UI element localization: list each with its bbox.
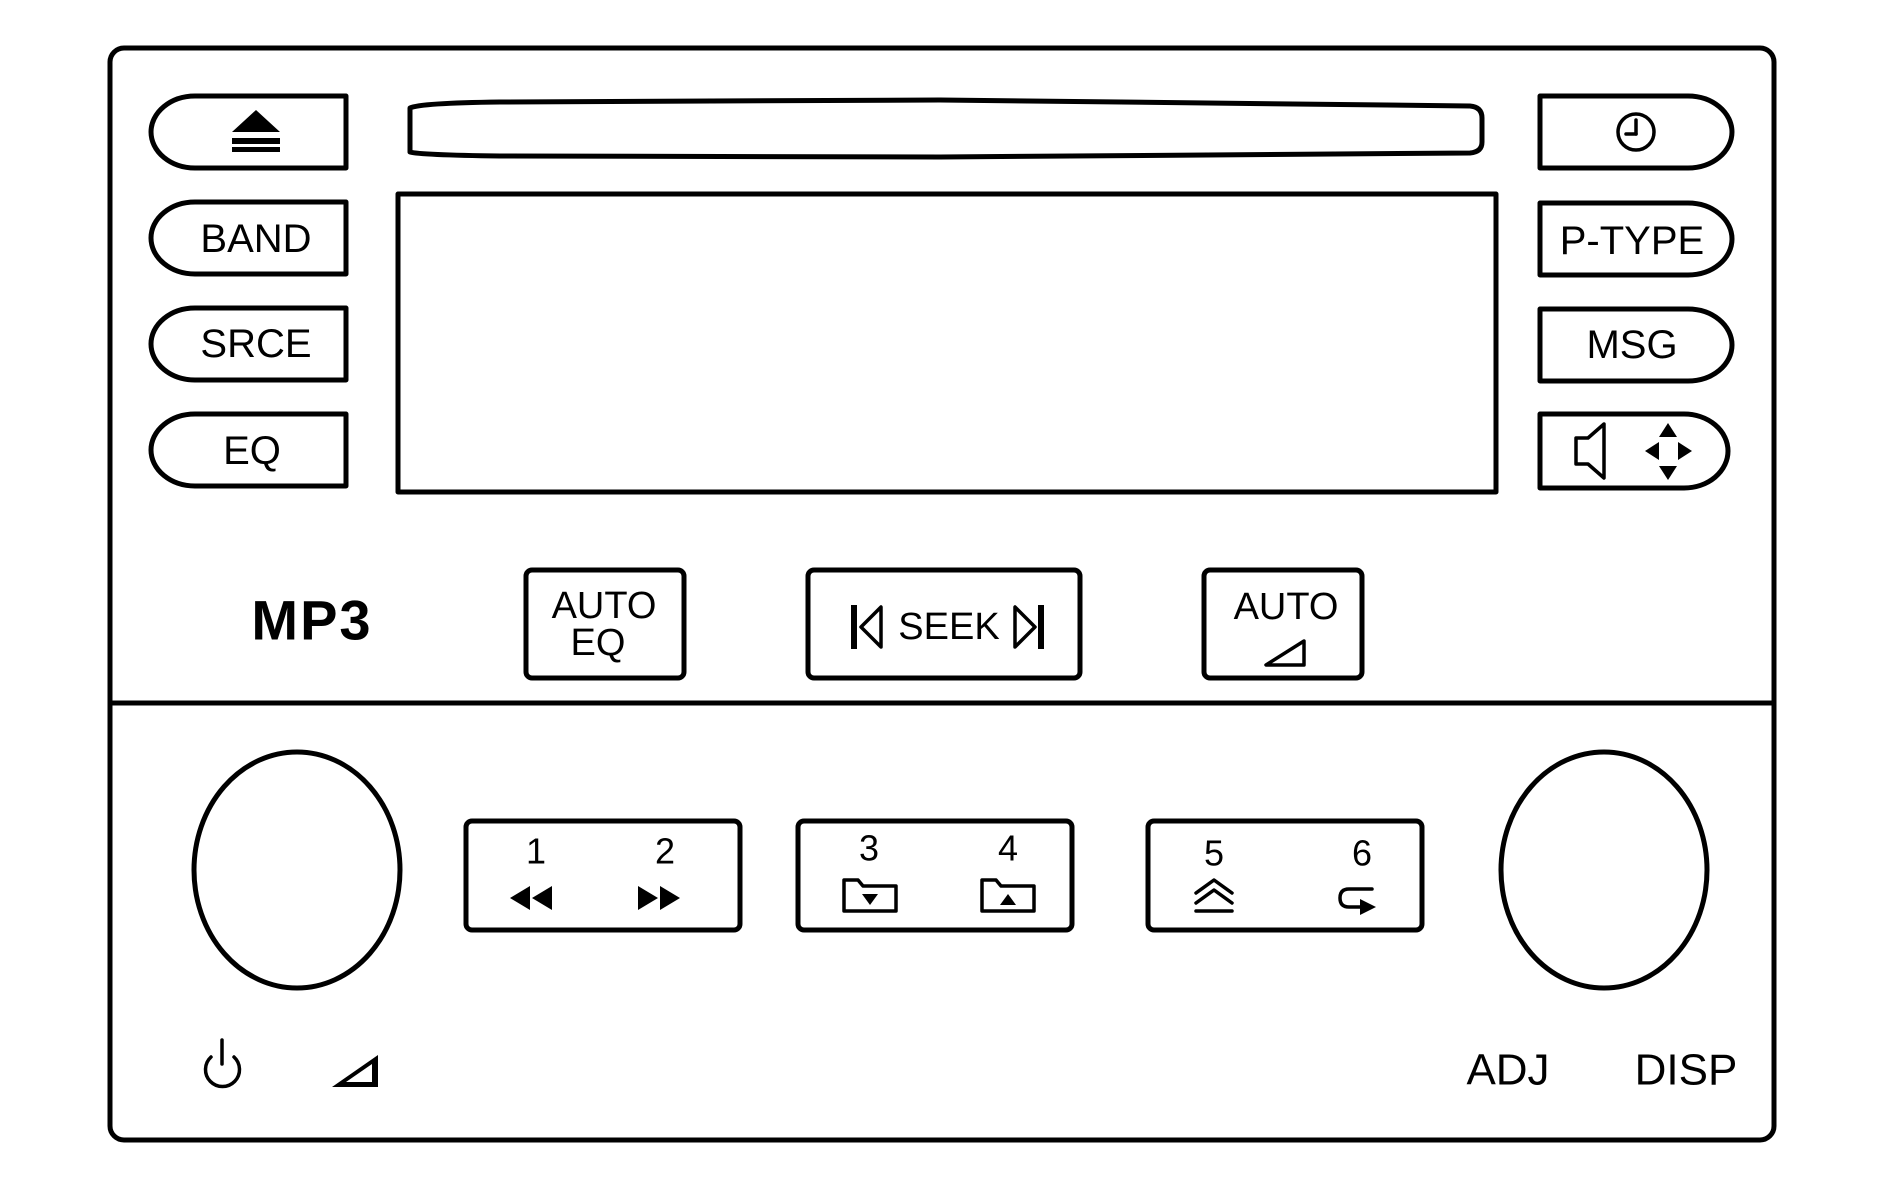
auto-volume-label: AUTO (1234, 586, 1339, 628)
preset-3-number: 3 (859, 828, 879, 869)
folder-down-icon (842, 878, 898, 913)
audio-settings-button[interactable] (1537, 411, 1731, 491)
random-icon (1194, 878, 1234, 913)
adjust-display-knob[interactable] (1498, 749, 1710, 991)
seek-button[interactable]: SEEK (805, 567, 1083, 681)
eject-button[interactable] (148, 93, 349, 171)
auto-eq-button[interactable]: AUTO EQ (523, 567, 687, 681)
message-label: MSG (1586, 323, 1677, 367)
speaker-icon (1574, 422, 1606, 480)
message-button[interactable]: MSG (1537, 306, 1735, 384)
power-volume-knob[interactable] (191, 749, 403, 991)
power-icon (203, 1038, 242, 1089)
display-label: DISP (1635, 1046, 1738, 1095)
preset-2-number: 2 (655, 831, 675, 872)
display-screen (395, 191, 1499, 495)
seek-forward-icon (1013, 605, 1044, 649)
faceplate-frame (107, 45, 1777, 1143)
preset-5-number: 5 (1204, 833, 1224, 874)
band-button[interactable]: BAND (148, 199, 349, 277)
mp3-logo: MP3 (251, 589, 372, 652)
folder-up-icon (980, 878, 1036, 913)
cd-slot[interactable] (407, 97, 1485, 160)
fast-forward-icon (638, 886, 680, 910)
volume-ramp-icon (332, 1055, 378, 1087)
volume-ramp-icon (1264, 639, 1306, 667)
seek-back-icon (851, 605, 883, 649)
source-label: SRCE (200, 322, 311, 366)
program-type-button[interactable]: P-TYPE (1537, 200, 1735, 278)
rewind-icon (510, 886, 552, 910)
eq-label: EQ (223, 429, 281, 473)
adjust-label: ADJ (1466, 1046, 1549, 1095)
preset-button-1-2[interactable]: 1 2 (463, 818, 743, 933)
source-button[interactable]: SRCE (148, 305, 349, 383)
seek-label: SEEK (898, 606, 999, 648)
preset-1-number: 1 (526, 831, 546, 872)
clock-button[interactable] (1537, 93, 1735, 171)
auto-eq-line2: EQ (571, 622, 626, 664)
auto-volume-button[interactable]: AUTO (1201, 567, 1365, 681)
four-way-arrows-icon (1645, 423, 1692, 480)
preset-button-5-6[interactable]: 5 6 (1145, 818, 1425, 933)
preset-6-number: 6 (1352, 833, 1372, 874)
clock-icon (1616, 112, 1656, 152)
preset-button-3-4[interactable]: 3 4 (795, 818, 1075, 933)
band-label: BAND (200, 217, 311, 261)
eject-icon (232, 110, 280, 152)
program-type-label: P-TYPE (1560, 219, 1704, 263)
auto-eq-line1: AUTO (552, 585, 657, 627)
preset-4-number: 4 (998, 828, 1018, 869)
repeat-icon (1338, 887, 1376, 915)
eq-button[interactable]: EQ (148, 411, 349, 489)
